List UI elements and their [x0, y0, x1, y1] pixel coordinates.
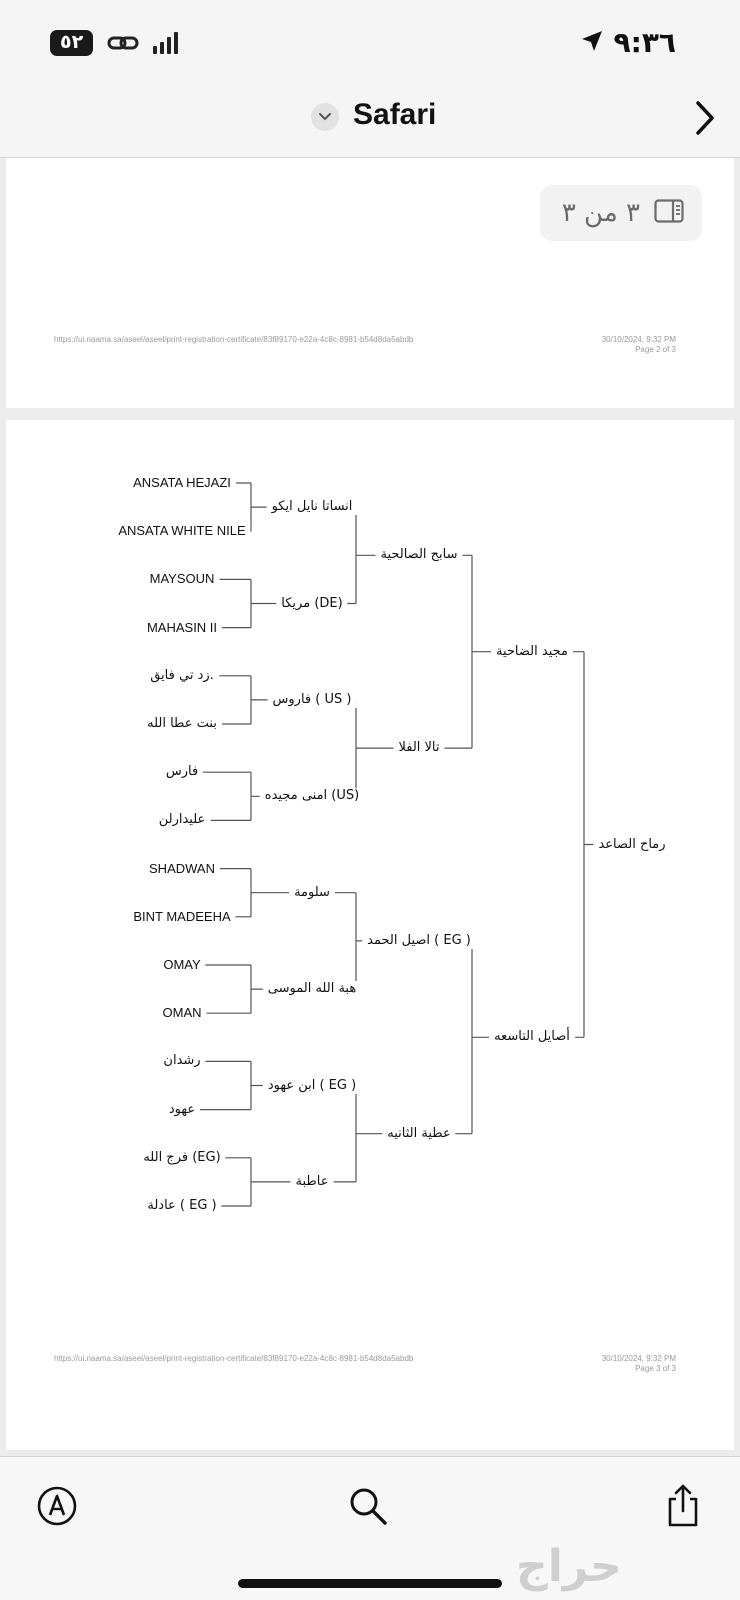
pedigree-ancestor: ANSATA WHITE NILE	[113, 523, 251, 540]
pedigree-ancestor: عهود	[163, 1101, 201, 1118]
pedigree-grandparent: اصيل الحمد ( EG )	[362, 932, 476, 949]
pedigree-great-grandparent: عاطبة	[290, 1173, 334, 1190]
pedigree-grandparent: تالا الفلا	[393, 740, 445, 757]
pedigree-ancestor: عليدارلن	[153, 812, 211, 829]
pedigree-horse: رماح الصاعد	[593, 836, 671, 853]
footer-page-number: Page 3 of 3	[635, 1364, 676, 1373]
pedigree-ancestor: MAHASIN II	[141, 619, 223, 636]
pedigree-great-grandparent: ابن عهود ( EG )	[262, 1077, 362, 1094]
footer-page-number: Page 2 of 3	[635, 345, 676, 354]
pedigree-ancestor: فرج الله (EG)	[138, 1149, 226, 1166]
home-indicator	[238, 1579, 502, 1588]
pedigree-great-grandparent: مريكا (DE)	[276, 595, 348, 612]
pedigree-great-grandparent: فاروس ( US )	[267, 691, 357, 708]
page-counter[interactable]: ٣ من ٣	[540, 185, 702, 241]
pdf-page-2: ٣ من ٣ https://ui.naama.sa/aseel/aseel/p…	[6, 158, 734, 408]
bottom-toolbar: حراج	[0, 1456, 740, 1600]
pedigree-ancestor: عادلة ( EG )	[142, 1198, 222, 1214]
safari-header: Safari	[0, 84, 740, 158]
pedigree-ancestor: SHADWAN	[144, 860, 220, 877]
signal-icon	[153, 32, 179, 54]
clock: ٩:٣٦	[613, 26, 676, 59]
pedigree-ancestor: OMAY	[158, 957, 206, 973]
pedigree-great-grandparent: هبة الله الموسى	[262, 981, 362, 998]
pedigree-ancestor: رشدان	[158, 1053, 206, 1070]
pedigree-sire: مجيد الضاحية	[491, 643, 573, 660]
pedigree-grandparent: عطية الثانيه	[382, 1125, 456, 1142]
chevron-down-icon[interactable]	[311, 103, 339, 131]
sidebar-toggle-icon	[654, 199, 684, 227]
pedigree-grandparent: سابح الصالحية	[375, 547, 463, 564]
status-bar: ٥٢ ٩:٣٦	[0, 0, 740, 84]
share-icon[interactable]	[660, 1483, 706, 1529]
pedigree-ancestor: زد تي فايق.	[145, 667, 219, 684]
search-icon[interactable]	[345, 1483, 391, 1529]
pedigree-ancestor: ANSATA HEJAZI	[128, 475, 236, 491]
pedigree-great-grandparent: انساتا نايل ايكو	[266, 499, 358, 516]
watermark: حراج	[516, 1541, 622, 1592]
page-counter-label: ٣ من ٣	[561, 198, 640, 228]
footer-date: 30/10/2024, 9:32 PM	[601, 335, 676, 344]
pedigree-dam: أصايل التاسعه	[489, 1029, 575, 1046]
pedigree-great-grandparent: سلومة	[289, 884, 335, 901]
markup-pen-icon[interactable]	[34, 1483, 80, 1529]
pedigree-ancestor: BINT MADEEHA	[128, 908, 236, 925]
location-arrow-icon	[580, 29, 604, 57]
link-icon	[107, 32, 139, 54]
footer-url: https://ui.naama.sa/aseel/aseel/print-re…	[54, 335, 414, 344]
pedigree-ancestor: OMAN	[157, 1005, 207, 1022]
chevron-right-icon[interactable]	[694, 100, 716, 140]
status-right: ٩:٣٦	[580, 26, 676, 59]
pedigree-ancestor: بنت عطا الله	[142, 716, 222, 732]
pedigree-ancestor: فارس	[160, 764, 204, 781]
pedigree-ancestor: MAYSOUN	[144, 571, 220, 588]
footer-date: 30/10/2024, 9:32 PM	[601, 1354, 676, 1363]
pdf-page-3: رماح الصاعد مجيد الضاحية أصايل التاسعه س…	[6, 420, 734, 1450]
notification-badge: ٥٢	[50, 30, 94, 56]
pedigree-great-grandparent: امنى مجيده (US)	[259, 788, 365, 805]
status-left: ٥٢	[50, 30, 179, 56]
app-title[interactable]: Safari	[353, 98, 437, 131]
footer-url: https://ui.naama.sa/aseel/aseel/print-re…	[54, 1354, 414, 1363]
